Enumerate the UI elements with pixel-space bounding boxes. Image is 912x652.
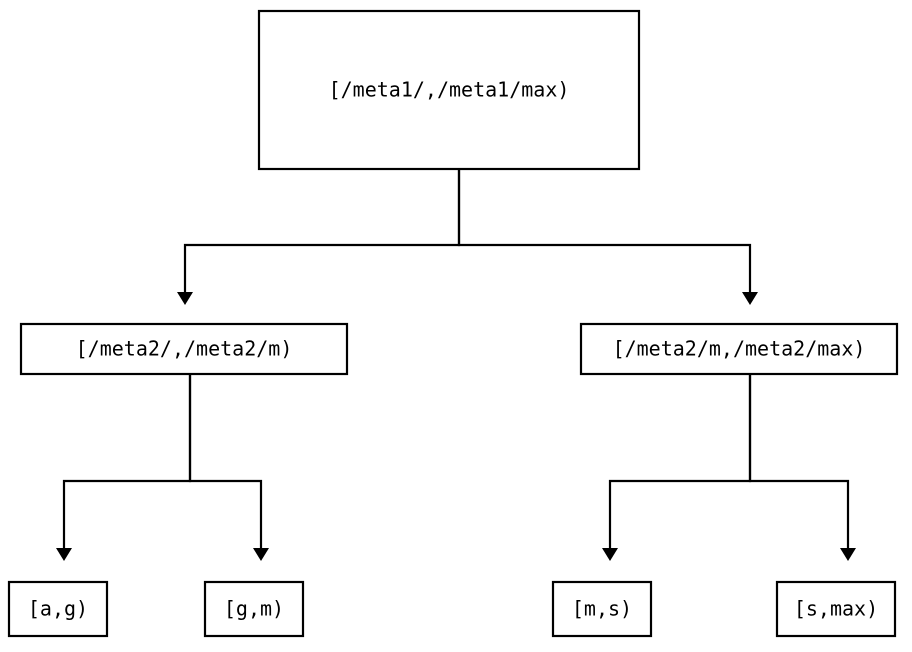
node-label-leaf-m-s: [m,s): [572, 597, 632, 621]
tree-edge: [602, 374, 752, 561]
node-box-left-branch[interactable]: [19, 322, 349, 376]
node-label-root: [/meta1/,/meta1/max): [329, 78, 570, 102]
tree-node[interactable]: [/meta2/m,/meta2/max): [579, 322, 899, 376]
arrow-head-icon: [177, 292, 193, 305]
edge-connector-line: [188, 374, 263, 548]
tree-edge: [748, 374, 856, 561]
arrow-head-icon: [840, 548, 856, 561]
node-label-leaf-s-max: [s,max): [794, 597, 878, 621]
tree-node[interactable]: [g,m): [203, 580, 305, 638]
node-label-left-branch: [/meta2/,/meta2/m): [76, 337, 293, 361]
tree-node[interactable]: [a,g): [7, 580, 109, 638]
node-box-leaf-s-max[interactable]: [775, 580, 897, 638]
node-box-leaf-m-s[interactable]: [551, 580, 653, 638]
tree-node[interactable]: [/meta1/,/meta1/max): [257, 9, 641, 171]
edge-connector-line: [183, 169, 461, 292]
node-label-right-branch: [/meta2/m,/meta2/max): [613, 337, 866, 361]
arrow-head-icon: [742, 292, 758, 305]
edges-layer: [56, 169, 856, 561]
edge-connector-line: [608, 374, 752, 548]
node-box-right-branch[interactable]: [579, 322, 899, 376]
node-box-root[interactable]: [257, 9, 641, 171]
edge-connector-line: [62, 374, 192, 548]
tree-edge: [188, 374, 269, 561]
node-box-leaf-g-m[interactable]: [203, 580, 305, 638]
tree-edge: [56, 374, 192, 561]
tree-node[interactable]: [m,s): [551, 580, 653, 638]
node-label-leaf-a-g: [a,g): [28, 597, 88, 621]
edge-connector-line: [457, 169, 752, 292]
tree-node[interactable]: [/meta2/,/meta2/m): [19, 322, 349, 376]
tree-edge: [177, 169, 461, 305]
arrow-head-icon: [56, 548, 72, 561]
node-box-leaf-a-g[interactable]: [7, 580, 109, 638]
node-label-leaf-g-m: [g,m): [224, 597, 284, 621]
arrow-head-icon: [602, 548, 618, 561]
edge-connector-line: [748, 374, 850, 548]
tree-edge: [457, 169, 758, 305]
nodes-layer: [/meta1/,/meta1/max) [/meta2/,/meta2/m) [/…: [7, 9, 899, 638]
arrow-head-icon: [253, 548, 269, 561]
tree-node[interactable]: [s,max): [775, 580, 897, 638]
